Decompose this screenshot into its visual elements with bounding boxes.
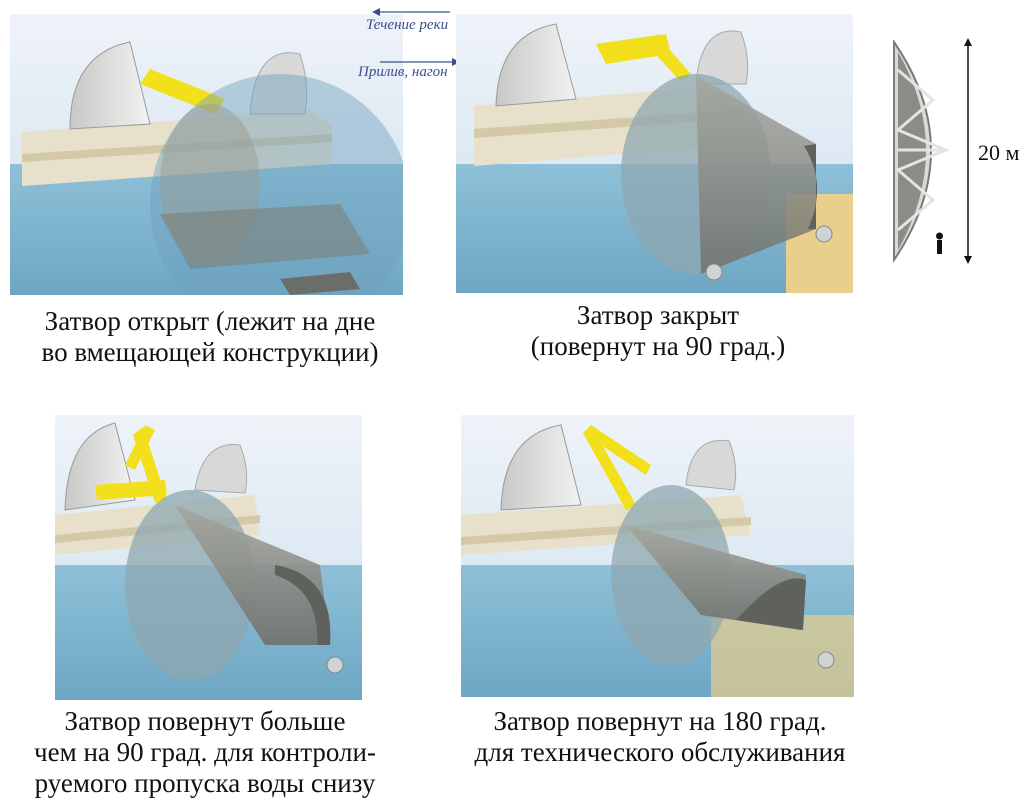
river-flow-label: Течение реки (366, 17, 449, 33)
caption-gate-maintenance: Затвор повернут на 180 град. для техниче… (440, 706, 880, 768)
caption-line: для технического обслуживания (474, 737, 846, 767)
caption-line: Затвор повернут больше (64, 706, 346, 736)
height-dimension-line (960, 38, 976, 264)
caption-gate-overrotated: Затвор повернут больше чем на 90 град. д… (0, 706, 410, 799)
panel-gate-maintenance (461, 415, 854, 697)
panel-gate-open (10, 14, 403, 295)
caption-line: чем на 90 град. для контроли- (34, 737, 376, 767)
gate-overrotated-illustration (55, 415, 362, 700)
caption-line: Затвор открыт (лежит на дне (44, 306, 376, 336)
river-flow-arrow (372, 4, 450, 16)
caption-line: во вмещающей конструкции) (41, 337, 379, 367)
gate-truss-section-illustration (893, 40, 950, 262)
caption-gate-open: Затвор открыт (лежит на дне во вмещающей… (6, 306, 414, 368)
panel-gate-overrotated (55, 415, 362, 700)
caption-line: Затвор повернут на 180 град. (493, 706, 827, 736)
caption-line: (повернут на 90 град.) (530, 331, 786, 361)
gate-open-illustration (10, 14, 403, 295)
gate-closed-illustration (456, 14, 853, 293)
gate-maintenance-illustration (461, 415, 854, 697)
panel-gate-closed (456, 14, 853, 293)
tide-surge-arrow (380, 54, 460, 66)
gate-cross-section (888, 40, 958, 262)
caption-line: руемого пропуска воды снизу (34, 768, 376, 798)
caption-gate-closed: Затвор закрыт (повернут на 90 град.) (458, 300, 858, 362)
height-label: 20 м (978, 140, 1020, 165)
tide-surge-label: Прилив, нагон (358, 64, 448, 80)
caption-line: Затвор закрыт (576, 300, 740, 330)
